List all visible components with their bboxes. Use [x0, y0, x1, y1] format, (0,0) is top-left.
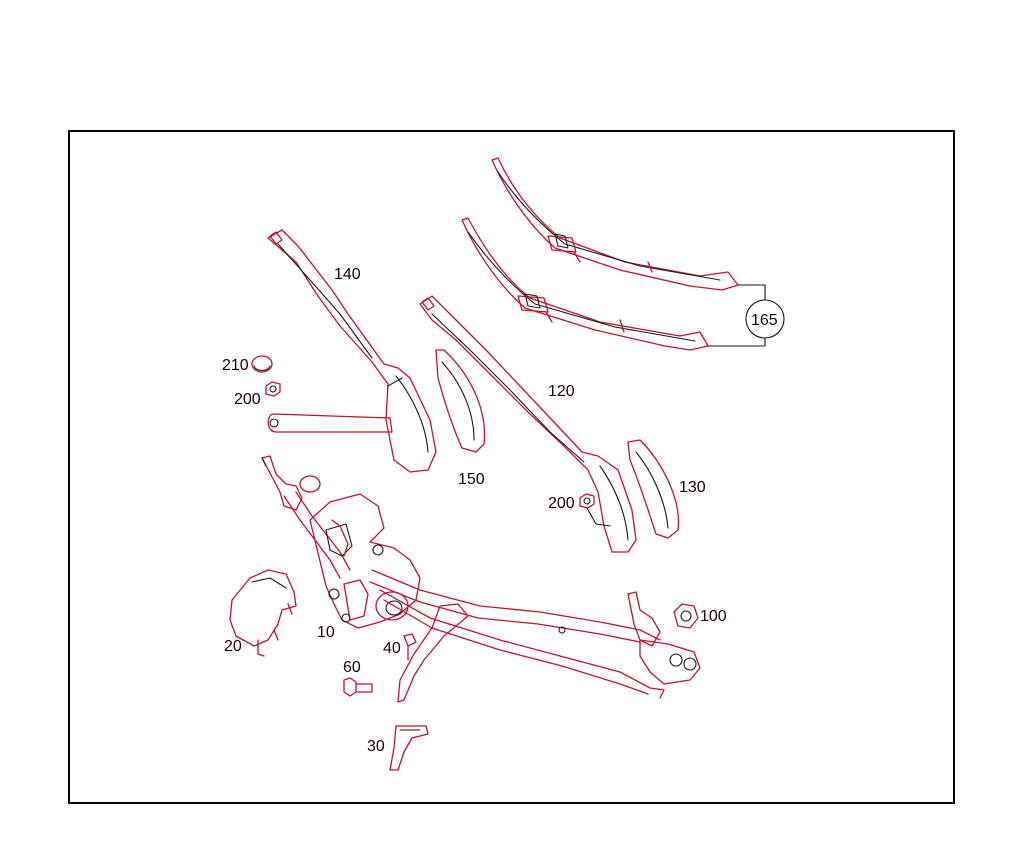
cap-210[interactable]: [251, 355, 273, 373]
label-20: 20: [224, 638, 242, 655]
label-30: 30: [367, 738, 385, 755]
nut-200-left[interactable]: [265, 381, 281, 397]
label-100: 100: [700, 608, 727, 625]
label-40: 40: [383, 640, 401, 657]
label-140: 140: [334, 266, 361, 283]
nut-200-right[interactable]: [579, 493, 611, 527]
arm-cover-130[interactable]: [627, 439, 680, 539]
blade-set-bracket: [707, 284, 785, 347]
label-10: 10: [317, 624, 335, 641]
label-60: 60: [343, 659, 361, 676]
label-150: 150: [458, 471, 485, 488]
label-200-right: 200: [548, 495, 575, 512]
wiper-arm-link-140: [267, 413, 393, 433]
bolt-60[interactable]: [343, 677, 373, 697]
label-200-left: 200: [234, 391, 261, 408]
diagram-frame: [68, 130, 955, 804]
label-130: 130: [679, 479, 706, 496]
label-210: 210: [222, 357, 249, 374]
wiper-arm-120[interactable]: [419, 295, 637, 553]
motor-cover-20[interactable]: [229, 569, 297, 657]
arm-cover-150[interactable]: [435, 349, 486, 453]
bolt-40[interactable]: [403, 633, 417, 661]
wiper-blade-upper[interactable]: [491, 157, 739, 291]
nut-100[interactable]: [673, 603, 699, 629]
wiper-linkage-10[interactable]: [261, 455, 701, 703]
bracket-30[interactable]: [389, 725, 429, 771]
wiper-blade-lower[interactable]: [461, 217, 709, 351]
wiper-arm-140[interactable]: [267, 229, 437, 473]
label-165: 165: [751, 312, 778, 329]
label-120: 120: [548, 383, 575, 400]
